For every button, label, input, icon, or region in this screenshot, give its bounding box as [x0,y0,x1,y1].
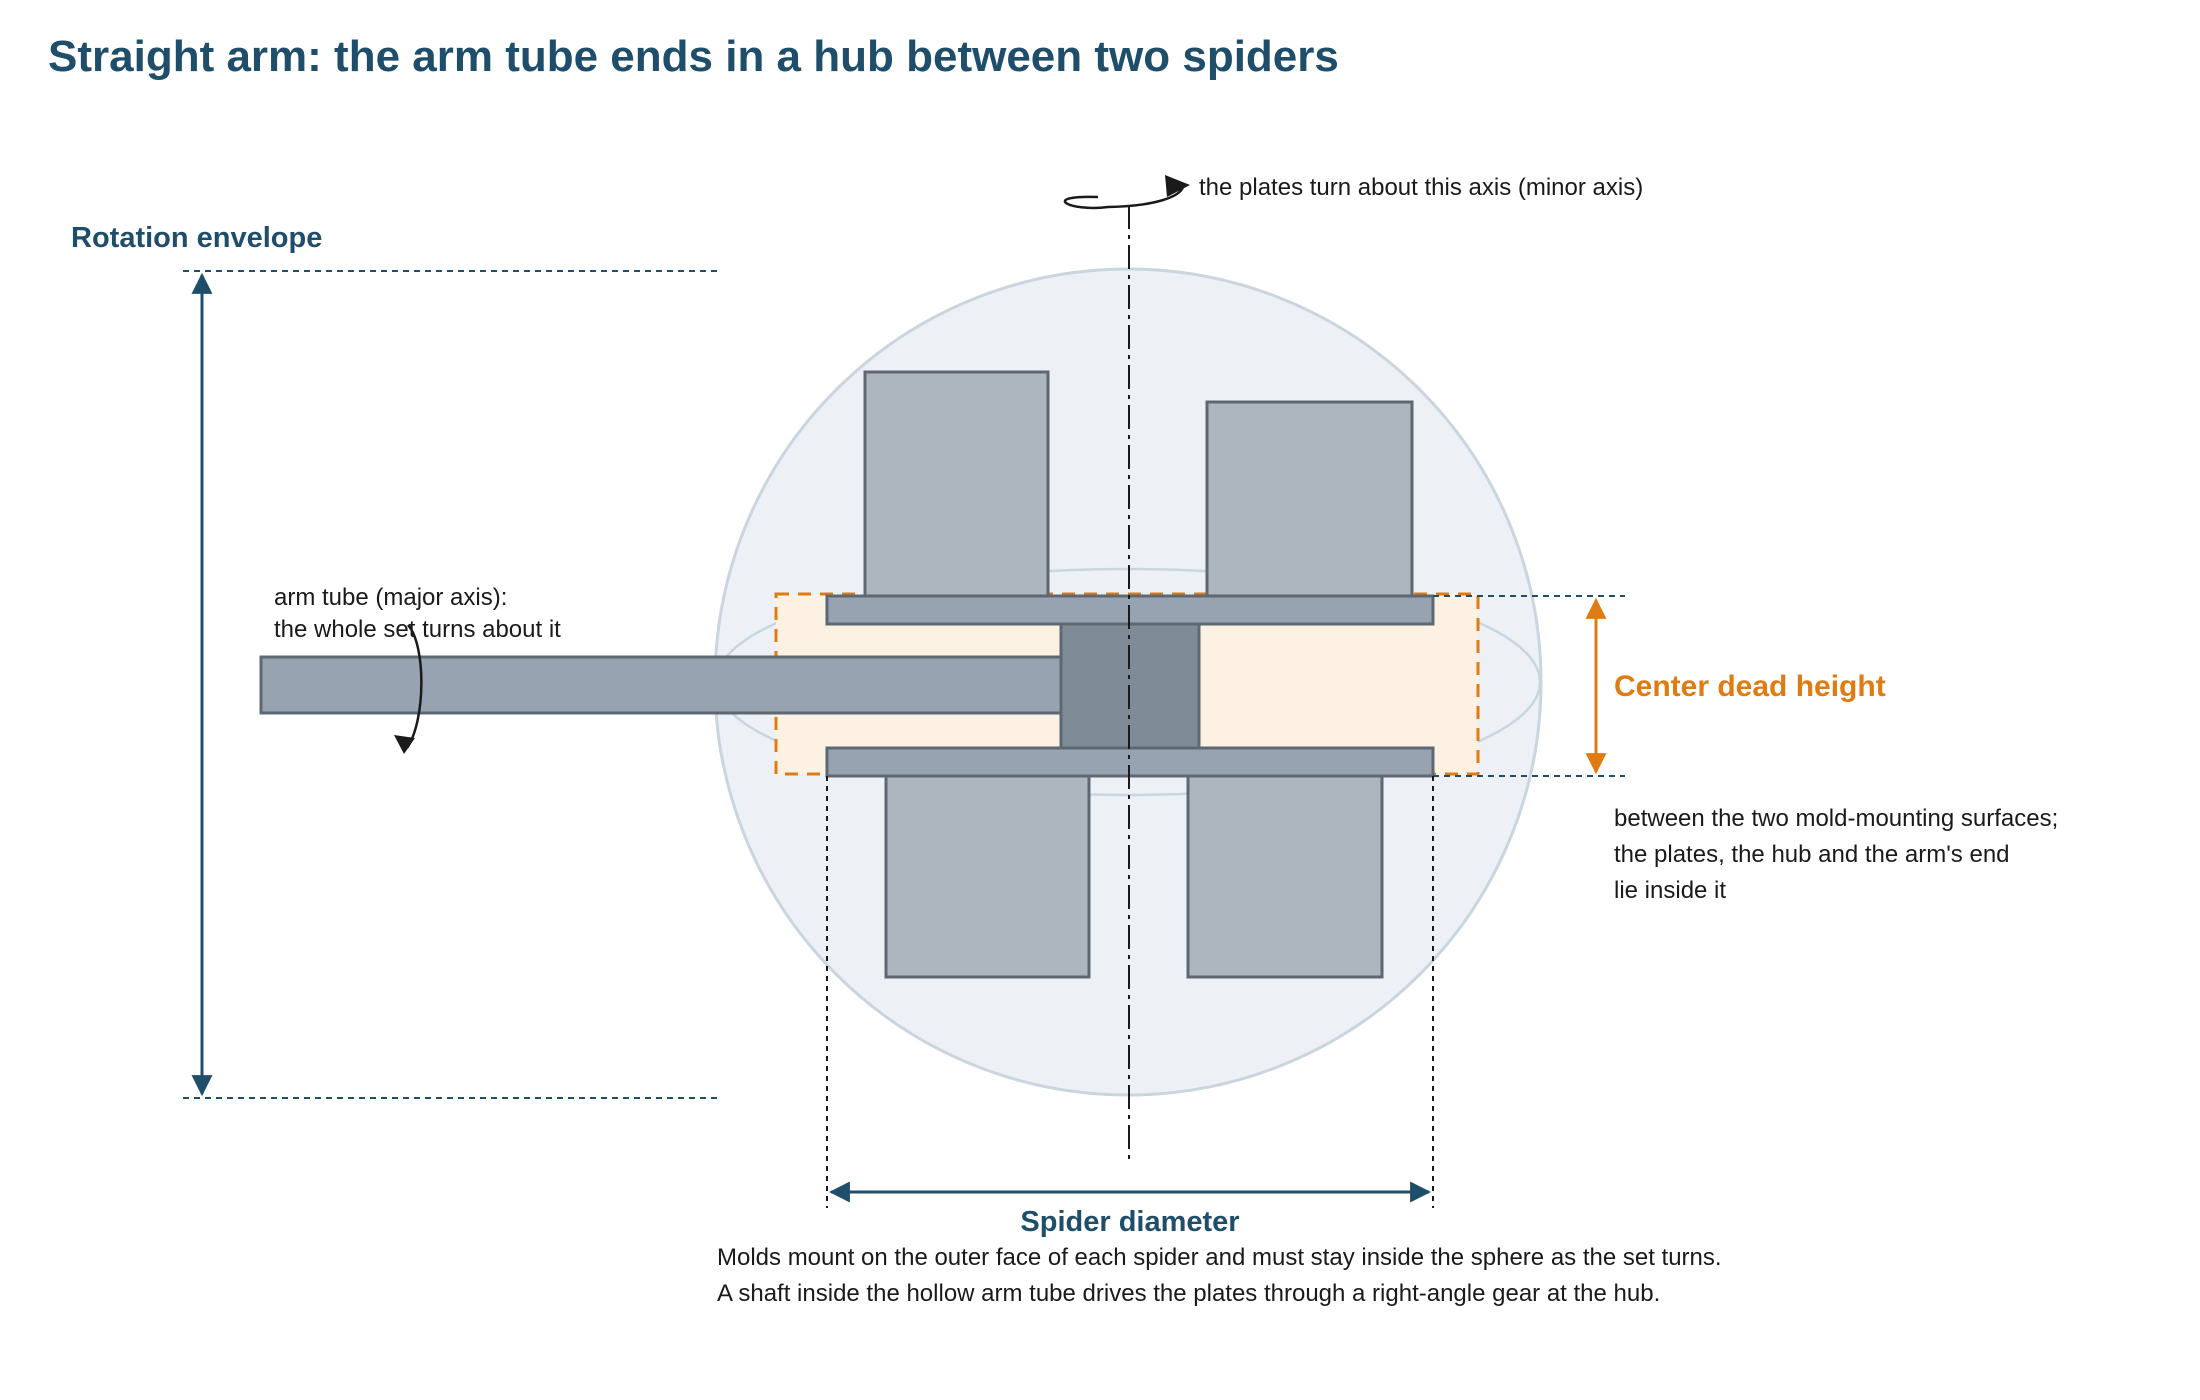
arm-tube-note-line1: arm tube (major axis): [274,584,507,611]
minor-axis-note: the plates turn about this axis (minor a… [1199,174,1643,201]
major-axis-rotation-arrowhead [394,735,415,754]
upper-mold-right [1205,400,1414,598]
upper-mold-left [863,370,1050,598]
bottom-note-line2: A shaft inside the hollow arm tube drive… [717,1280,1660,1307]
center-dead-height-label: Center dead height [1614,670,1886,703]
page-title: Straight arm: the arm tube ends in a hub… [48,32,1339,81]
cdh-note-line1: between the two mold-mounting surfaces; [1614,805,2058,832]
major-axis-rotation-arrow [405,624,423,749]
arm-tube [259,655,1063,715]
lower-mold-right [1186,773,1384,979]
minor-axis-rotation-arrowhead [1165,175,1190,197]
rotation-envelope-label: Rotation envelope [71,222,322,254]
cdh-note-line2: the plates, the hub and the arm's end [1614,841,2010,868]
minor-axis-rotation-arrow [1063,186,1185,210]
lower-mold-left [884,773,1091,979]
arm-tube-note-line2: the whole set turns about it [274,616,561,643]
cdh-note-line3: lie inside it [1614,877,1726,904]
bottom-note-line1: Molds mount on the outer face of each sp… [717,1244,1722,1271]
spider-diameter-label: Spider diameter [1020,1206,1239,1238]
